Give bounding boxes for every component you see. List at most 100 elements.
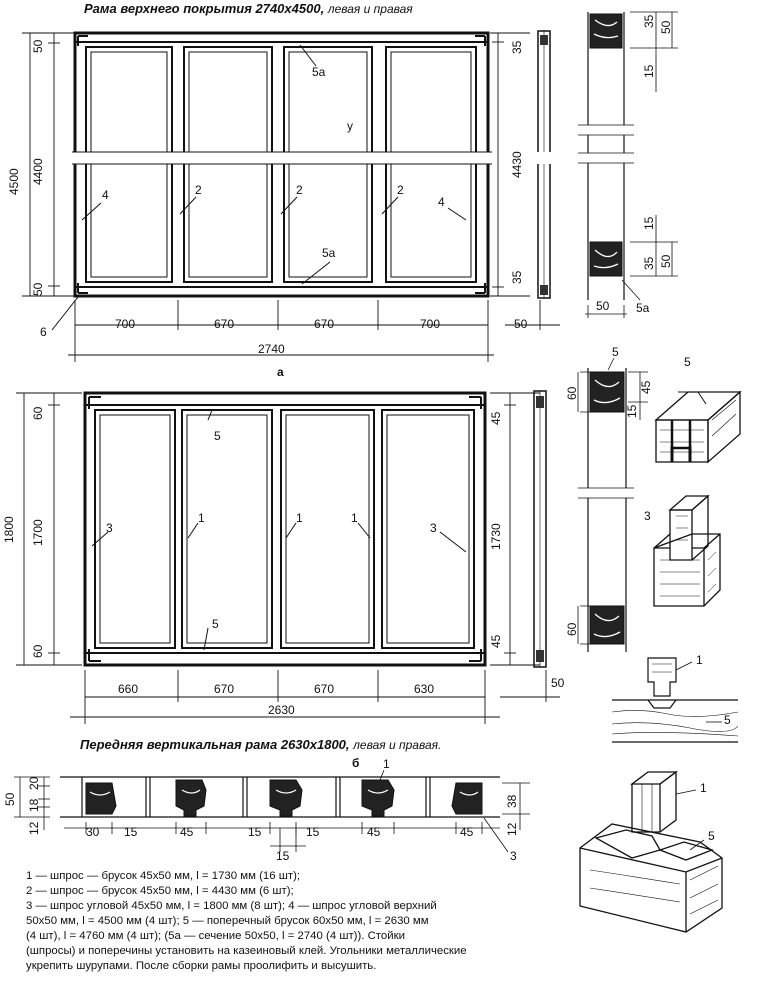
top-frame-dimensions (22, 32, 560, 362)
figure-label-a: а (277, 365, 284, 379)
front-callout-1-b: 1 (296, 511, 303, 525)
bottom-dim-38: 38 (505, 794, 519, 808)
detail-joint-1 (611, 657, 739, 743)
figure-label-b: б (352, 756, 360, 770)
bottom-dim-30: 30 (86, 825, 100, 839)
front-side-view (533, 390, 547, 668)
top-dim-h-2: 670 (214, 317, 235, 331)
detail-callout-5-bottom: 5 (708, 829, 715, 843)
detail-joint-3 (653, 494, 721, 607)
top-section-dim-50-lower: 50 (659, 254, 673, 268)
front-callout-1-c: 1 (351, 511, 358, 525)
top-section-dim-15-lower: 15 (642, 216, 656, 230)
front-dim-v-left-3: 60 (31, 644, 45, 658)
top-dim-side-width: 50 (514, 317, 528, 331)
legend-line: 1 — шпрос — брусок 45x50 мм, l = 1730 мм… (26, 870, 301, 882)
front-frame-title-text: Передняя вертикальная рама 2630x1800, (80, 737, 350, 752)
bottom-dim-50: 50 (3, 792, 17, 806)
bottom-dim-45-c: 45 (460, 825, 474, 839)
top-dim-h-4: 700 (420, 317, 441, 331)
top-dim-v-right-3: 35 (510, 270, 524, 284)
detail-joint-5 (654, 390, 742, 464)
front-section (577, 357, 648, 652)
top-section-dim-15-upper: 15 (642, 64, 656, 78)
top-section (578, 11, 678, 318)
detail-callout-5-top: 5 (684, 355, 691, 369)
top-callout-2-3: 2 (397, 183, 404, 197)
front-section-dim-45: 45 (639, 380, 653, 394)
bottom-dim-15-c: 15 (306, 825, 320, 839)
front-dim-side-width: 50 (551, 676, 565, 690)
front-dim-h-1: 660 (118, 682, 139, 696)
top-section-dim-35-lower: 35 (642, 256, 656, 270)
detail-callout-1-mid: 1 (696, 653, 703, 667)
top-dim-h-3: 670 (314, 317, 335, 331)
bottom-dim-45-b: 45 (367, 825, 381, 839)
bottom-section (14, 769, 530, 853)
bottom-callout-1: 1 (383, 757, 390, 771)
top-callout-2-1: 2 (195, 183, 202, 197)
top-dim-overall-height: 4500 (7, 168, 21, 195)
top-frame-title: Рама верхнего покрытия 2740x4500, левая … (84, 1, 413, 16)
top-dim-overall-width: 2740 (258, 342, 285, 356)
front-callout-5-upper: 5 (214, 429, 221, 443)
front-section-dim-60-upper: 60 (565, 386, 579, 400)
top-frame (51, 31, 510, 331)
bottom-dim-15-a: 15 (124, 825, 138, 839)
bottom-dim-15-b: 15 (248, 825, 262, 839)
top-section-callout-5a: 5а (636, 301, 650, 315)
bottom-callout-3: 3 (510, 849, 517, 863)
front-callout-3-right: 3 (430, 521, 437, 535)
top-callout-4-left: 4 (102, 188, 109, 202)
top-frame-title-text: Рама верхнего покрытия 2740x4500, (84, 1, 325, 16)
top-letter-y: у (347, 119, 353, 133)
top-callout-5a-upper: 5а (312, 65, 326, 79)
top-callout-4-right: 4 (438, 195, 445, 209)
top-section-dim-50-upper: 50 (659, 20, 673, 34)
front-dim-v-right-2: 1730 (489, 523, 503, 550)
front-dim-v-left-2: 1700 (31, 519, 45, 546)
top-callout-5a-lower: 5а (322, 246, 336, 260)
top-callout-2-2: 2 (296, 183, 303, 197)
top-dim-v-left-2: 4400 (31, 158, 45, 185)
legend-line: (шпросы) и поперечины установить на казе… (26, 945, 467, 957)
top-section-dim-50-bottom: 50 (596, 299, 610, 313)
detail-joint-1-5 (579, 770, 723, 933)
front-dim-overall-width: 2630 (268, 703, 295, 717)
bottom-dim-15-center: 15 (276, 849, 290, 863)
front-section-dim-15: 15 (625, 404, 639, 418)
detail-callout-1-bottom: 1 (700, 781, 707, 795)
bottom-dim-12-left: 12 (27, 821, 41, 835)
front-frame (83, 391, 487, 667)
front-frame-title: Передняя вертикальная рама 2630x1800, ле… (80, 737, 442, 752)
top-dim-v-left-3: 50 (31, 282, 45, 296)
front-dim-overall-height: 1800 (2, 516, 16, 543)
top-frame-subtitle: левая и правая (327, 2, 413, 16)
top-dim-v-right-1: 35 (510, 40, 524, 54)
bottom-dim-45-a: 45 (180, 825, 194, 839)
legend-line: 2 — шпрос — брусок 45x50 мм, l = 4430 мм… (26, 885, 294, 897)
front-dim-v-left-1: 60 (31, 406, 45, 420)
front-callout-3-left: 3 (106, 521, 113, 535)
legend-line: (4 шт), l = 4760 мм (4 шт); (5а — сечени… (26, 930, 405, 942)
front-section-dim-60-lower: 60 (565, 622, 579, 636)
front-dim-v-right-1: 45 (489, 411, 503, 425)
top-dim-v-right-2: 4430 (510, 151, 524, 178)
front-frame-subtitle: левая и правая. (353, 738, 442, 752)
legend-line: 3 — шпрос угловой 45x50 мм, l = 1800 мм … (26, 900, 437, 912)
front-dim-h-4: 630 (414, 682, 435, 696)
top-dim-h-1: 700 (115, 317, 136, 331)
top-side-view (530, 30, 560, 299)
front-frame-dimensions (16, 392, 560, 724)
front-callout-1-a: 1 (198, 511, 205, 525)
front-dim-h-3: 670 (314, 682, 335, 696)
legend: 1 — шпрос — брусок 45x50 мм, l = 1730 мм… (26, 869, 521, 974)
top-callout-6: 6 (40, 325, 47, 339)
front-dim-h-2: 670 (214, 682, 235, 696)
legend-line: 50x50 мм, l = 4500 мм (4 шт); 5 — попере… (26, 915, 429, 927)
front-section-callout-5: 5 (612, 345, 619, 359)
bottom-dim-20: 20 (27, 776, 41, 790)
detail-callout-3: 3 (644, 509, 651, 523)
legend-line: укрепить шурупами. После сборки рамы про… (26, 960, 377, 972)
